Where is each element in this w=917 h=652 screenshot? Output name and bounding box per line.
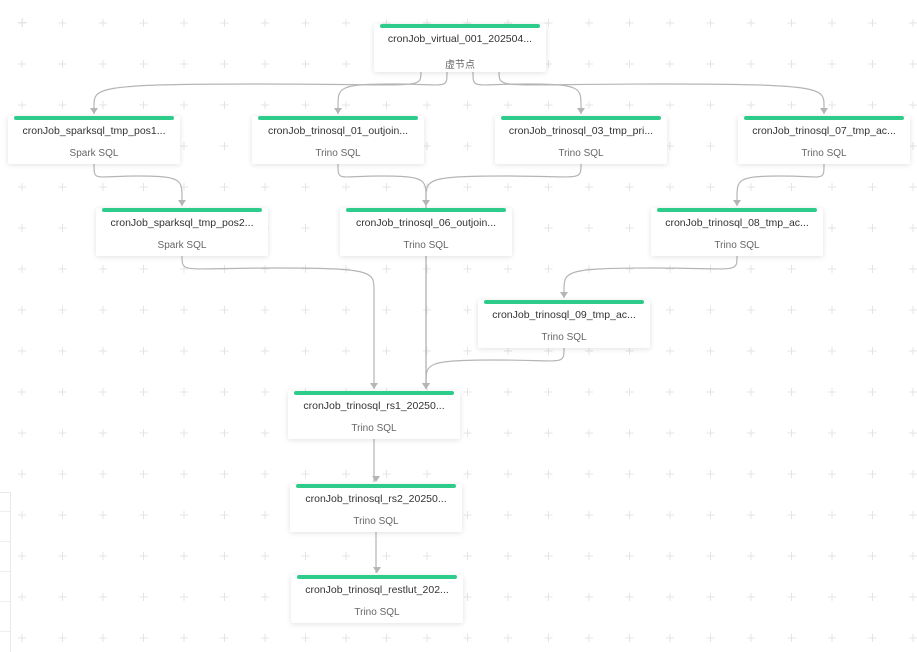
node-title: cronJob_sparksql_tmp_pos2...	[110, 217, 254, 229]
node-type: Trino SQL	[315, 148, 361, 159]
edge-virtual-to-sparksql_pos1	[93, 71, 422, 114]
edge-arrow-icon	[577, 108, 585, 114]
edge-arrow-icon	[422, 383, 430, 389]
node-trinosql-06[interactable]: cronJob_trinosql_06_outjoin... Trino SQL	[340, 208, 512, 256]
node-trinosql-rs1[interactable]: cronJob_trinosql_rs1_20250... Trino SQL	[288, 391, 460, 439]
edge-arrow-icon	[334, 108, 342, 114]
edge-arrow-icon	[372, 476, 380, 482]
node-status-bar	[102, 208, 262, 212]
node-trinosql-rs2[interactable]: cronJob_trinosql_rs2_20250... Trino SQL	[290, 484, 462, 532]
edge-arrow-icon	[422, 383, 430, 389]
edge-virtual-to-trinosql_07	[498, 71, 825, 114]
node-title: cronJob_trinosql_rs2_20250...	[305, 493, 447, 505]
node-type: Spark SQL	[69, 148, 119, 159]
node-title: cronJob_trinosql_restlut_202...	[305, 584, 449, 596]
node-sparksql-pos1[interactable]: cronJob_sparksql_tmp_pos1... Spark SQL	[8, 116, 180, 164]
panel-row-divider	[0, 511, 10, 512]
edge-sparksql_pos2-to-trinosql_rs1	[181, 255, 375, 389]
node-trinosql-07[interactable]: cronJob_trinosql_07_tmp_ac... Trino SQL	[738, 116, 910, 164]
node-status-bar	[296, 484, 456, 488]
node-title: cronJob_trinosql_09_tmp_ac...	[492, 309, 636, 321]
node-type: Trino SQL	[354, 607, 400, 618]
edge-arrow-icon	[370, 383, 378, 389]
edge-arrow-icon	[373, 567, 381, 573]
node-type: Trino SQL	[353, 516, 399, 527]
edge-arrow-icon	[90, 108, 98, 114]
edge-arrow-icon	[178, 200, 186, 206]
node-title: cronJob_trinosql_rs1_20250...	[303, 400, 445, 412]
node-status-bar	[297, 575, 457, 579]
node-status-bar	[14, 116, 174, 120]
node-status-bar	[258, 116, 418, 120]
node-status-bar	[501, 116, 661, 120]
node-type: Trino SQL	[714, 240, 760, 251]
edge-virtual-to-trinosql_01	[337, 71, 448, 114]
panel-row-divider	[0, 571, 10, 572]
node-status-bar	[346, 208, 506, 212]
node-title: cronJob_trinosql_08_tmp_ac...	[665, 217, 809, 229]
node-trinosql-03[interactable]: cronJob_trinosql_03_tmp_pri... Trino SQL	[495, 116, 667, 164]
node-type: Trino SQL	[558, 148, 604, 159]
edge-trinosql_07-to-trinosql_08	[736, 163, 825, 206]
node-sparksql-pos2[interactable]: cronJob_sparksql_tmp_pos2... Spark SQL	[96, 208, 268, 256]
node-status-bar	[380, 24, 540, 28]
edge-trinosql_09-to-trinosql_rs1	[425, 347, 565, 389]
node-title: cronJob_trinosql_07_tmp_ac...	[752, 125, 896, 137]
panel-row-divider	[0, 541, 10, 542]
node-status-bar	[744, 116, 904, 120]
edge-arrow-icon	[422, 200, 430, 206]
node-trinosql-08[interactable]: cronJob_trinosql_08_tmp_ac... Trino SQL	[651, 208, 823, 256]
node-type: 虚节点	[445, 60, 475, 71]
node-title: cronJob_trinosql_03_tmp_pri...	[508, 125, 654, 137]
node-title: cronJob_trinosql_01_outjoin...	[267, 125, 409, 137]
node-status-bar	[294, 391, 454, 395]
node-trinosql-restlut[interactable]: cronJob_trinosql_restlut_202... Trino SQ…	[291, 575, 463, 623]
node-trinosql-01[interactable]: cronJob_trinosql_01_outjoin... Trino SQL	[252, 116, 424, 164]
node-title: cronJob_virtual_001_202504...	[387, 33, 533, 45]
edge-trinosql_01-to-trinosql_06	[337, 163, 427, 206]
edge-arrow-icon	[820, 108, 828, 114]
edge-trinosql_03-to-trinosql_rs1	[425, 163, 582, 389]
panel-row-divider	[0, 631, 10, 632]
edge-arrow-icon	[560, 292, 568, 298]
edge-virtual-to-trinosql_03	[472, 71, 582, 114]
node-type: Trino SQL	[801, 148, 847, 159]
edge-sparksql_pos1-to-sparksql_pos2	[93, 163, 183, 206]
edge-arrow-icon	[422, 383, 430, 389]
node-status-bar	[657, 208, 817, 212]
panel-row-divider	[0, 601, 10, 602]
node-virtual[interactable]: cronJob_virtual_001_202504... 虚节点	[374, 24, 546, 72]
side-panel-edge[interactable]	[0, 492, 11, 652]
node-trinosql-09[interactable]: cronJob_trinosql_09_tmp_ac... Trino SQL	[478, 300, 650, 348]
node-type: Trino SQL	[351, 423, 397, 434]
node-title: cronJob_sparksql_tmp_pos1...	[22, 125, 166, 137]
node-status-bar	[484, 300, 644, 304]
node-type: Spark SQL	[157, 240, 207, 251]
edge-trinosql_08-to-trinosql_09	[563, 255, 738, 298]
node-type: Trino SQL	[403, 240, 449, 251]
node-title: cronJob_trinosql_06_outjoin...	[355, 217, 497, 229]
edge-arrow-icon	[733, 200, 741, 206]
node-type: Trino SQL	[541, 332, 587, 343]
